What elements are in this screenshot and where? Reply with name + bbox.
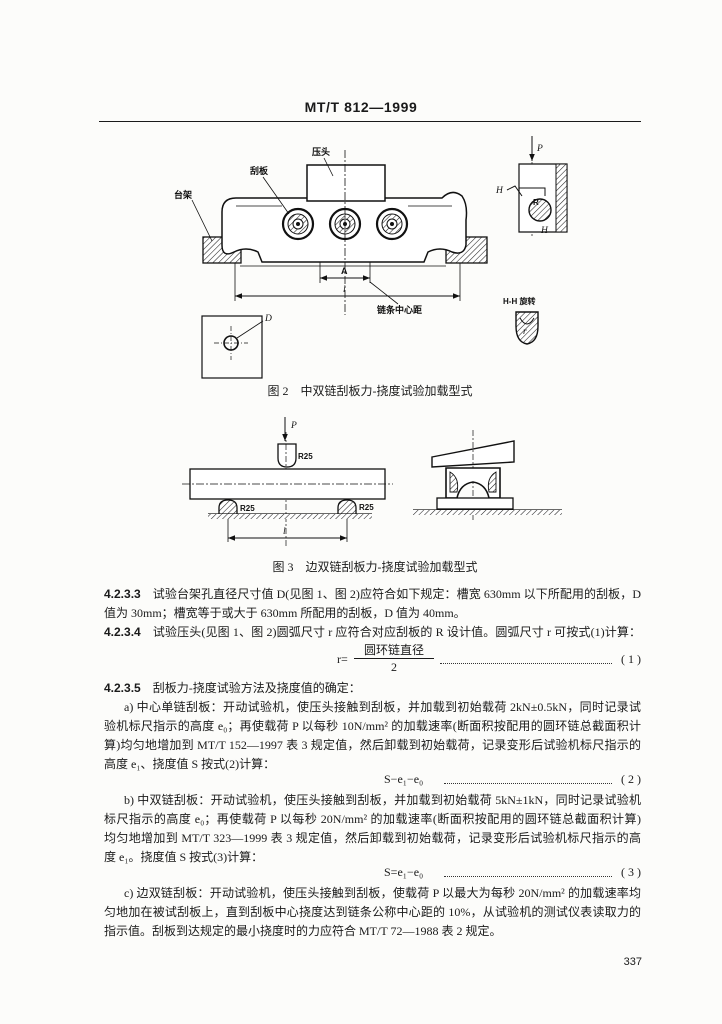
formula-1-fraction: 圆环链直径 2 bbox=[354, 642, 434, 675]
section-shape bbox=[515, 311, 539, 345]
figure-2-main-drawing bbox=[191, 150, 488, 315]
ground-hatch bbox=[413, 510, 562, 515]
bench-label: 台架 bbox=[174, 189, 192, 200]
clause-4-2-3-5-line-1: 4.2.3.5 刮板力-挠度试验方法及挠度值的确定： bbox=[104, 679, 641, 697]
dim-l-label: l bbox=[343, 285, 346, 295]
radius-r-label: R bbox=[533, 198, 539, 207]
clause-4-2-3-3-line-2: 值为 30mm；槽宽等于或大于 630mm 所配用的刮板，D 值为 40mm。 bbox=[104, 606, 466, 620]
scraper-label: 刮板 bbox=[250, 165, 269, 176]
hole-d-label: D bbox=[264, 314, 272, 324]
page-number: 337 bbox=[623, 956, 642, 968]
press-head-rounded bbox=[277, 443, 297, 468]
press-head-label: 压头 bbox=[312, 146, 330, 157]
item-a-line-4: 高度 e₁、挠度值 S 按式(2)计算： bbox=[104, 757, 276, 771]
detail-roller-section bbox=[528, 198, 552, 222]
section-arc bbox=[519, 317, 535, 325]
section-marker-top bbox=[506, 185, 523, 197]
section-h-top-label: H bbox=[495, 186, 504, 196]
clause-number: 4.2.3.5 bbox=[104, 681, 141, 695]
right-round-support bbox=[337, 499, 357, 514]
formula-2-leader bbox=[444, 783, 612, 784]
right-support-radius-label: R25 bbox=[359, 503, 374, 512]
clause-text: 试验压头(见图 1、图 2)圆弧尺寸 r 应符合对应刮板的 R 设计值。圆弧尺寸… bbox=[152, 625, 641, 639]
clause-text: 刮板力-挠度试验方法及挠度值的确定： bbox=[152, 681, 361, 695]
press-head bbox=[306, 164, 386, 202]
base-plate bbox=[436, 497, 514, 510]
press-head-leader bbox=[323, 157, 334, 177]
formula-1-numerator: 圆环链直径 bbox=[354, 642, 434, 659]
load-p-label: P bbox=[536, 144, 543, 154]
detail-wall bbox=[555, 163, 568, 233]
formula-3-expression: S=e₁−e₀ bbox=[384, 865, 424, 879]
span-l-label: l bbox=[283, 527, 286, 537]
scraper-right-flange bbox=[487, 471, 497, 493]
formula-3-leader bbox=[444, 876, 612, 877]
figures-canvas: 压头 刮板 台架 A l 链条中心距 P H R H H-H 旋转 r bbox=[174, 136, 568, 546]
bench-hole-plan-drawing bbox=[201, 315, 264, 379]
clause-text: 试验台架孔直径尺寸值 D(见图 1、图 2)应符合如下规定：槽宽 630mm 以… bbox=[152, 587, 641, 601]
header-rule bbox=[99, 121, 641, 122]
clause-4-2-3-3-line-1: 4.2.3.3 试验台架孔直径尺寸值 D(见图 1、图 2)应符合如下规定：槽宽 … bbox=[104, 585, 641, 603]
clause-number: 4.2.3.3 bbox=[104, 587, 141, 601]
clause-number: 4.2.3.4 bbox=[104, 625, 141, 639]
formula-2-number: ( 2 ) bbox=[621, 772, 641, 786]
bench-leader bbox=[191, 199, 213, 242]
figure-3-caption: 图 3 边双链刮板力-挠度试验加载型式 bbox=[272, 560, 478, 574]
roller-center bbox=[390, 222, 394, 226]
left-round-support bbox=[218, 499, 238, 514]
arc-r-label: r bbox=[523, 327, 527, 337]
item-c-line-1: c) 边双链刮板：开动试验机，使压头接触到刮板，使载荷 P 以最大为每秒 20N… bbox=[124, 886, 641, 900]
item-b-line-3: 均匀地增加到 MT/T 323—1999 表 3 规定值，然后卸载到初始载荷，记… bbox=[104, 831, 641, 845]
figure-3-left-drawing bbox=[182, 417, 393, 546]
formula-1-lhs: r= bbox=[337, 652, 348, 666]
head-radius-label: R25 bbox=[298, 452, 313, 461]
clause-4-2-3-4-line-1: 4.2.3.4 试验压头(见图 1、图 2)圆弧尺寸 r 应符合对应刮板的 R 设… bbox=[104, 623, 641, 641]
formula-1-denominator: 2 bbox=[391, 660, 397, 674]
dim-a-label: A bbox=[341, 266, 348, 276]
item-b-line-1: b) 中双链刮板：开动试验机，使压头接触到刮板，并加载到初始载荷 5kN±1kN… bbox=[124, 793, 641, 807]
chain-center-leader bbox=[369, 281, 399, 305]
roller-right bbox=[375, 207, 409, 241]
standard-number-header: MT/T 812—1999 bbox=[304, 99, 418, 115]
ground-hatch bbox=[208, 514, 372, 519]
chain-center-distance-label: 链条中心距 bbox=[377, 304, 422, 315]
figure-2-end-detail bbox=[506, 136, 568, 236]
item-a-line-2: 验机标尺指示的高度 e₀；再使载荷 P 以每秒 10N/mm² 的加载速率(断面… bbox=[104, 719, 641, 733]
formula-1-leader bbox=[440, 663, 612, 664]
section-view-label: H-H 旋转 bbox=[503, 296, 535, 306]
figure-3-right-drawing bbox=[413, 430, 562, 522]
left-support-radius-label: R25 bbox=[240, 504, 255, 513]
scraper-left-flange bbox=[449, 471, 459, 493]
scraper-leader bbox=[262, 176, 290, 215]
formula-1-number: ( 1 ) bbox=[621, 652, 641, 666]
formula-3-number: ( 3 ) bbox=[621, 865, 641, 879]
item-b-line-4: 度 e₁。挠度值 S 按式(3)计算： bbox=[104, 850, 264, 864]
roller-left bbox=[281, 207, 315, 241]
hole-d-leader bbox=[236, 320, 264, 339]
item-a-line-3: 算)均匀地增加到 MT/T 152—1997 表 3 规定值，然后卸载到初始载荷… bbox=[104, 738, 641, 752]
item-b-line-2: 标尺指示的高度 e₀；再使载荷 P 以每秒 20N/mm² 的加载速率(断面积按… bbox=[104, 812, 641, 826]
figure-2-caption: 图 2 中双链刮板力-挠度试验加载型式 bbox=[267, 384, 473, 398]
load-p-label: P bbox=[290, 421, 297, 431]
roller-center bbox=[296, 222, 300, 226]
detail-step bbox=[519, 187, 546, 196]
bench-plate bbox=[201, 315, 263, 379]
item-a-line-1: a) 中心单链刮板：开动试验机，使压头接触到刮板，并加载到初始载荷 2kN±0.… bbox=[124, 700, 641, 714]
formula-2-expression: S−e₁−e₀ bbox=[384, 772, 424, 786]
section-h-bottom-label: H bbox=[540, 226, 549, 236]
section-h-h-drawing bbox=[515, 311, 539, 345]
item-c-line-2: 匀地加在被试刮板上，直到刮板中心挠度达到链条公称中心距的 10%，从试验机的测试… bbox=[104, 905, 641, 919]
item-c-line-3: 指示值。刮板到达规定的最小挠度时的力应符合 MT/T 72—1988 表 2 规… bbox=[104, 924, 502, 938]
